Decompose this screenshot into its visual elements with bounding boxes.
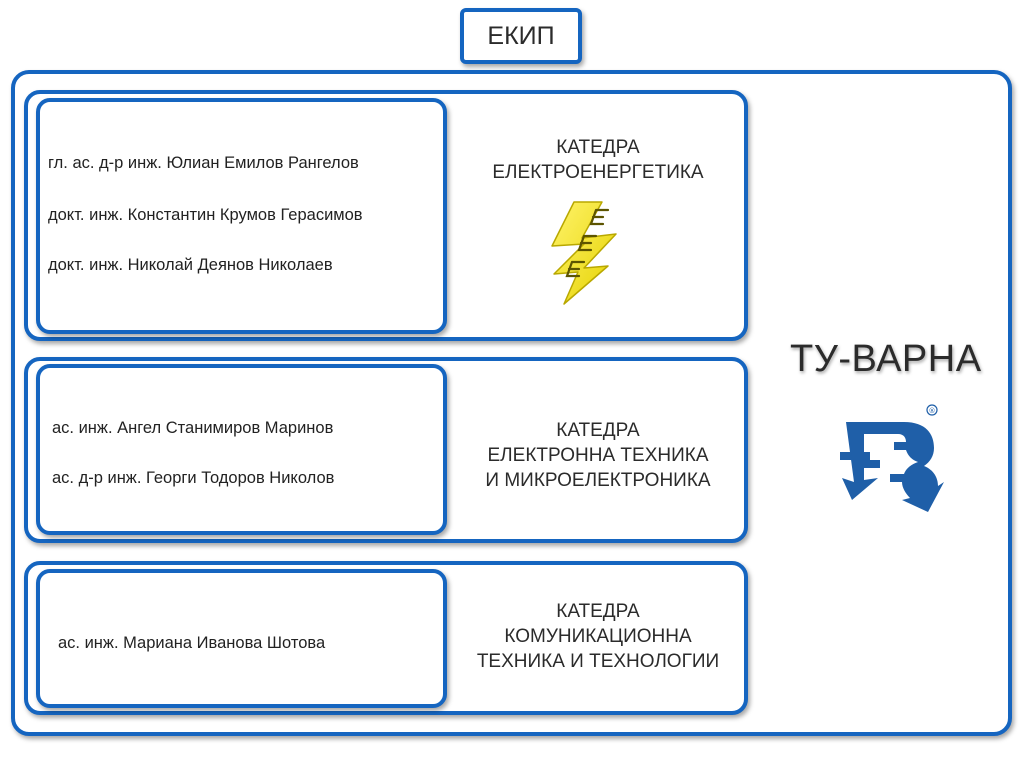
lightning-bolt-ee-logo-icon <box>551 201 617 305</box>
staff-member: докт. инж. Константин Крумов Герасимов <box>48 206 363 224</box>
staff-member: докт. инж. Николай Деянов Николаев <box>48 256 333 274</box>
staff-list-electrical-power <box>36 98 447 334</box>
department-name: КАТЕДРА ЕЛЕКТРОННА ТЕХНИКА И МИКРОЕЛЕКТР… <box>448 418 748 493</box>
staff-member: ас. инж. Мариана Иванова Шотова <box>58 634 326 652</box>
staff-list-electronics <box>36 364 447 535</box>
department-name-line: ЕЛЕКТРОЕНЕРГЕТИКА <box>492 162 704 183</box>
department-name-line: ЕЛЕКТРОННА ТЕХНИКА <box>487 445 709 466</box>
department-name-line: КАТЕДРА <box>556 137 640 158</box>
department-name-line: КАТЕДРА <box>556 601 640 622</box>
team-title-box: ЕКИП <box>460 8 582 64</box>
department-name: КАТЕДРА ЕЛЕКТРОЕНЕРГЕТИКА <box>448 135 748 185</box>
department-name-line: КАТЕДРА <box>556 420 640 441</box>
team-title: ЕКИП <box>487 21 555 50</box>
tu-varna-logo-icon: ® <box>840 404 944 512</box>
staff-member: ас. д-р инж. Георги Тодоров Николов <box>52 469 335 487</box>
department-name: КАТЕДРА КОМУНИКАЦИОННА ТЕХНИКА И ТЕХНОЛО… <box>448 599 748 674</box>
registered-mark: ® <box>929 407 936 415</box>
department-name-line: КОМУНИКАЦИОННА <box>504 626 692 647</box>
staff-member: ас. инж. Ангел Станимиров Маринов <box>52 419 334 437</box>
staff-member: гл. ас. д-р инж. Юлиан Емилов Рангелов <box>48 154 359 172</box>
staff-list-communications <box>36 569 447 708</box>
department-name-line: ТЕХНИКА И ТЕХНОЛОГИИ <box>476 651 720 672</box>
department-name-line: И МИКРОЕЛЕКТРОНИКА <box>485 470 711 491</box>
university-name: ТУ-ВАРНА <box>790 338 982 380</box>
